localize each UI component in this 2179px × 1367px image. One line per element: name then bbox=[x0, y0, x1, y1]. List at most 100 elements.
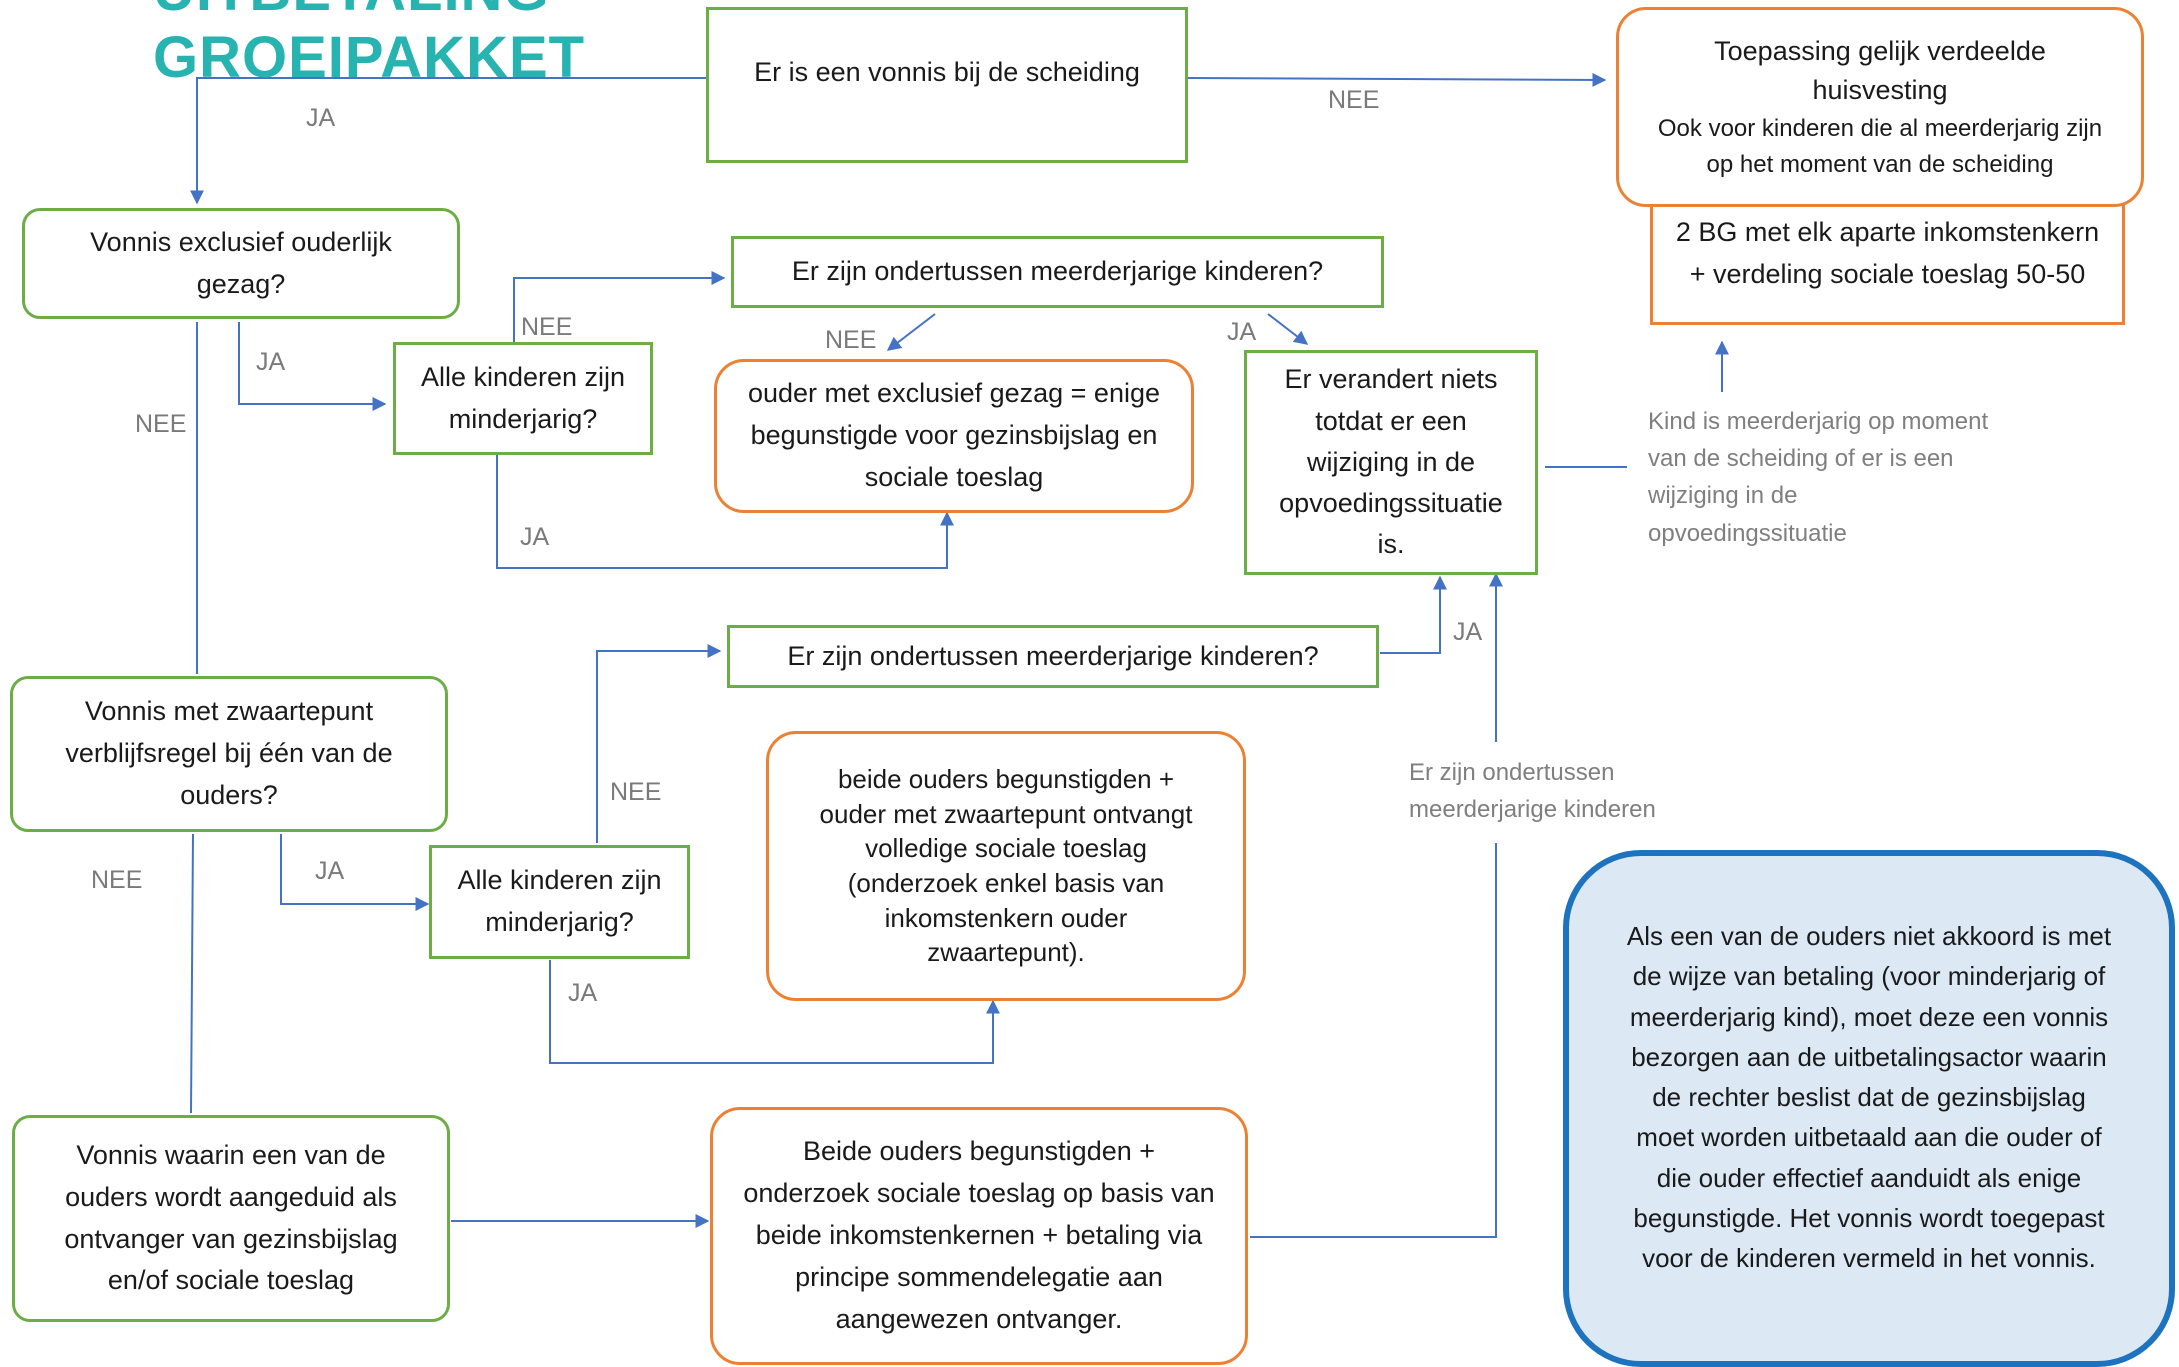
connector-minderjarig2-to-meerderjarig2 bbox=[596, 644, 722, 843]
edge-label-ja: JA bbox=[315, 857, 345, 885]
niet-akkoord-box: Als een van de ouders niet akkoord is me… bbox=[1563, 850, 2175, 1367]
edge-label-nee: NEE bbox=[610, 778, 662, 806]
meerderjarig-2-box: Er zijn ondertussen meerderjarige kinder… bbox=[727, 625, 1379, 688]
connector-minderjarig1-to-meerderjarig1 bbox=[513, 271, 726, 342]
verandert-niets-line-2: totdat er een bbox=[1315, 405, 1467, 436]
ontvanger-line-4: en/of sociale toeslag bbox=[107, 1265, 355, 1296]
title-line-1: UITBETALING bbox=[153, 0, 585, 25]
edge-label-nee: NEE bbox=[825, 326, 877, 354]
edge-label-nee: NEE bbox=[1328, 86, 1380, 114]
niet-akkoord-line-5: de rechter beslist dat de gezinsbijslag bbox=[1652, 1082, 2086, 1113]
minderjarig-1-box: Alle kinderen zijn minderjarig? bbox=[393, 342, 653, 455]
zwaartepunt-box: Vonnis met zwaartepunt verblijfsregel bi… bbox=[10, 676, 448, 832]
edge-label-nee: NEE bbox=[135, 410, 187, 438]
connector-exclusief-to-minderjarig1 bbox=[238, 322, 387, 411]
ouder-exclusief-line-3: sociale toeslag bbox=[864, 461, 1044, 492]
ouder-exclusief-box: ouder met exclusief gezag = enige beguns… bbox=[714, 359, 1194, 513]
meerderjarig-1-box: Er zijn ondertussen meerderjarige kinder… bbox=[731, 236, 1384, 308]
connector-sommendelegatie-to-verandert bbox=[1250, 843, 1497, 1238]
zwaartepunt-line-3: ouders? bbox=[180, 779, 278, 810]
minderjarig-2-box: Alle kinderen zijn minderjarig? bbox=[429, 845, 690, 959]
gelijk-verdeeld-line-2: huisvesting bbox=[1812, 75, 1948, 106]
verandert-niets-line-5: is. bbox=[1377, 529, 1405, 560]
sommendelegatie-line-2: onderzoek sociale toeslag op basis van bbox=[743, 1178, 1215, 1209]
minderjarig-2-line-1: Alle kinderen zijn bbox=[457, 865, 662, 896]
edge-label-ja: JA bbox=[1227, 318, 1257, 346]
note-kind-meerderjarig-line-4: opvoedingssituatie bbox=[1648, 519, 1847, 547]
niet-akkoord-line-7: die ouder effectief aanduidt als enige bbox=[1656, 1162, 2082, 1193]
beide-zwaartepunt-line-1: beide ouders begunstigden + bbox=[837, 764, 1175, 795]
connector-minderjarig1-to-ouder-exclusief bbox=[496, 455, 954, 569]
exclusief-gezag-line-2: gezag? bbox=[196, 268, 286, 299]
edge-label-ja: JA bbox=[256, 348, 286, 376]
connector-vonnis-to-exclusief bbox=[190, 77, 706, 205]
edge-label-ja: JA bbox=[1453, 618, 1483, 646]
beide-zwaartepunt-line-2: ouder met zwaartepunt ontvangt bbox=[819, 798, 1193, 829]
gelijk-verdeeld-line-1: Toepassing gelijk verdeelde bbox=[1714, 35, 2046, 66]
connector-meerderjarig2-to-verandert bbox=[1380, 575, 1447, 654]
connector-zwaartepunt-to-minderjarig2 bbox=[280, 834, 430, 911]
ontvanger-line-2: ouders wordt aangeduid als bbox=[65, 1181, 397, 1212]
exclusief-gezag-line-1: Vonnis exclusief ouderlijk bbox=[90, 226, 392, 257]
sommendelegatie-line-1: Beide ouders begunstigden + bbox=[802, 1136, 1156, 1167]
ouder-exclusief-line-1: ouder met exclusief gezag = enige bbox=[747, 378, 1160, 409]
connector-zwaartepunt-to-ontvanger bbox=[190, 833, 194, 1114]
minderjarig-1-line-1: Alle kinderen zijn bbox=[420, 361, 626, 392]
title-line-2: GROEIPAKKET bbox=[153, 24, 586, 90]
vonnis-scheiding-box: Er is een vonnis bij de scheiding bbox=[706, 7, 1188, 163]
zwaartepunt-line-1: Vonnis met zwaartepunt bbox=[84, 696, 374, 727]
ontvanger-box: Vonnis waarin een van de ouders wordt aa… bbox=[12, 1115, 450, 1322]
beide-zwaartepunt-box: beide ouders begunstigden + ouder met zw… bbox=[766, 731, 1246, 1001]
ouder-exclusief-line-2: begunstigde voor gezinsbijslag en bbox=[750, 420, 1158, 451]
sommendelegatie-line-3: beide inkomstenkernen + betaling via bbox=[755, 1220, 1203, 1251]
niet-akkoord-line-2: de wijze van betaling (voor minderjarig … bbox=[1632, 961, 2106, 992]
edge-label-nee: NEE bbox=[521, 313, 573, 341]
edge-label-ja: JA bbox=[306, 104, 336, 132]
connector-meerderjarig1-to-ouder-exclusief bbox=[886, 313, 936, 351]
meerderjarig-2-text: Er zijn ondertussen meerderjarige kinder… bbox=[787, 640, 1319, 671]
zwaartepunt-line-2: verblijfsregel bij één van de bbox=[65, 738, 393, 769]
bg-aparte-line-1: 2 BG met elk aparte inkomstenkern bbox=[1675, 217, 2100, 248]
edge-label-ja: JA bbox=[568, 979, 598, 1007]
edge-label-ja: JA bbox=[520, 523, 550, 551]
niet-akkoord-line-9: voor de kinderen vermeld in het vonnis. bbox=[1642, 1243, 2096, 1274]
minderjarig-1-line-2: minderjarig? bbox=[448, 403, 598, 434]
note-ondertussen-line-1: Er zijn ondertussen bbox=[1409, 759, 1615, 786]
vonnis-scheiding-text: Er is een vonnis bij de scheiding bbox=[754, 57, 1140, 87]
beide-zwaartepunt-line-5: inkomstenkern ouder bbox=[884, 902, 1128, 933]
note-kind-meerderjarig-line-1: Kind is meerderjarig op moment bbox=[1648, 408, 1989, 435]
sommendelegatie-box: Beide ouders begunstigden + onderzoek so… bbox=[710, 1107, 1248, 1365]
exclusief-gezag-box: Vonnis exclusief ouderlijk gezag? bbox=[22, 208, 460, 319]
note-ondertussen: Er zijn ondertussen meerderjarige kinder… bbox=[1409, 754, 1656, 828]
verandert-niets-line-3: wijziging in de bbox=[1306, 446, 1476, 477]
verandert-niets-line-4: opvoedingssituatie bbox=[1279, 488, 1503, 519]
sommendelegatie-line-5: aangewezen ontvanger. bbox=[835, 1303, 1123, 1334]
beide-zwaartepunt-line-3: volledige sociale toeslag bbox=[865, 833, 1147, 864]
connector-minderjarig2-to-beide-zwaartepunt bbox=[549, 960, 1000, 1064]
niet-akkoord-line-3: meerderjarig kind), moet deze een vonnis bbox=[1629, 1001, 2109, 1032]
niet-akkoord-line-8: begunstigde. Het vonnis wordt toegepast bbox=[1633, 1203, 2105, 1234]
edge-label-nee: NEE bbox=[91, 866, 143, 894]
bg-aparte-line-2: + verdeling sociale toeslag 50-50 bbox=[1689, 259, 2086, 290]
gelijk-verdeeld-line-3: Ook voor kinderen die al meerderjarig zi… bbox=[1657, 115, 2103, 143]
beide-zwaartepunt-line-6: zwaartepunt). bbox=[927, 937, 1085, 968]
sommendelegatie-line-4: principe sommendelegatie aan bbox=[795, 1261, 1163, 1292]
beide-zwaartepunt-line-4: (onderzoek enkel basis van bbox=[847, 868, 1165, 898]
note-ondertussen-line-2: meerderjarige kinderen bbox=[1409, 796, 1656, 824]
verandert-niets-line-1: Er verandert niets bbox=[1284, 364, 1498, 395]
niet-akkoord-line-1: Als een van de ouders niet akkoord is me… bbox=[1626, 921, 2112, 951]
minderjarig-2-line-2: minderjarig? bbox=[485, 907, 634, 937]
verandert-niets-box: Er verandert niets totdat er een wijzigi… bbox=[1244, 350, 1538, 575]
ontvanger-line-1: Vonnis waarin een van de bbox=[76, 1139, 386, 1170]
niet-akkoord-line-6: moet worden uitbetaald aan die ouder of bbox=[1636, 1122, 2102, 1153]
niet-akkoord-line-4: bezorgen aan de uitbetalingsactor waarin bbox=[1631, 1041, 2107, 1072]
gelijk-verdeeld-box: Toepassing gelijk verdeelde huisvesting … bbox=[1616, 7, 2144, 207]
page-title: UITBETALING GROEIPAKKET bbox=[153, 0, 585, 91]
note-kind-meerderjarig: Kind is meerderjarig op moment van de sc… bbox=[1648, 403, 1988, 552]
connector-meerderjarig1-to-verandert bbox=[1267, 313, 1309, 345]
gelijk-verdeeld-line-4: op het moment van de scheiding bbox=[1706, 150, 2054, 178]
note-kind-meerderjarig-line-3: wijziging in de bbox=[1648, 482, 1798, 510]
ontvanger-line-3: ontvanger van gezinsbijslag bbox=[64, 1223, 398, 1254]
